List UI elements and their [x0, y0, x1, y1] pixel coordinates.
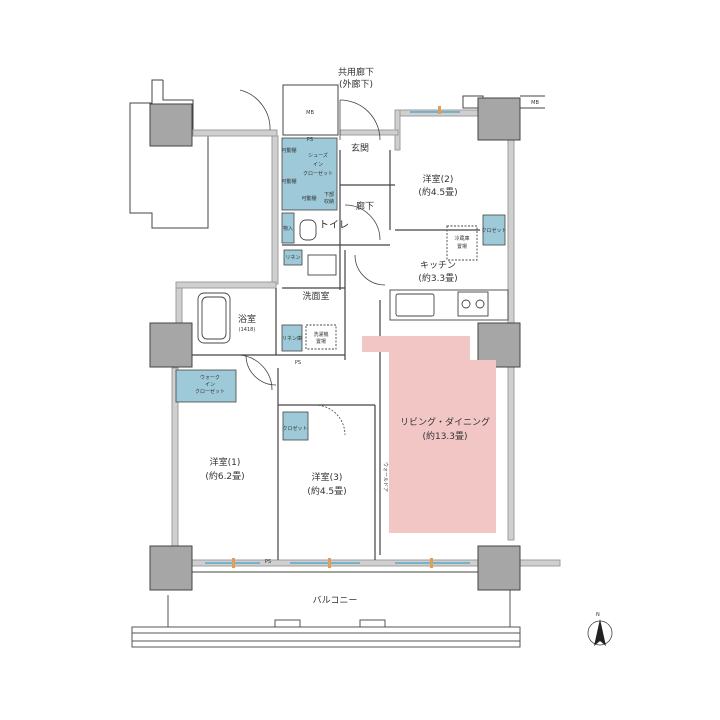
storage-small-label: 物入	[283, 225, 293, 232]
windows	[205, 111, 470, 564]
closet-room2	[482, 214, 506, 246]
pillars	[149, 97, 521, 591]
balcony-outline	[131, 580, 521, 648]
washroom-door	[245, 354, 277, 386]
room1-name: 洋室(1)	[210, 456, 241, 468]
linen-small	[283, 249, 303, 266]
kitchen-name: キッチン	[420, 260, 456, 271]
fridge-area	[446, 225, 478, 261]
fridge-label-1: 冷蔵庫	[454, 235, 469, 242]
wic-label-3: クローゼット	[195, 388, 225, 395]
hall-label: 廊下	[356, 200, 374, 212]
linen-small-label: リネン	[285, 255, 300, 261]
washroom-label: 洗面室	[302, 290, 329, 302]
kitchen-door	[354, 254, 386, 286]
text-labels: 共用廊下 (外廊下) MB MB PS PS PS 玄関 廊下 トイレ シューズ…	[195, 66, 539, 606]
walk-in-closet	[175, 369, 237, 403]
wall-door-label: ウォールドア	[382, 462, 389, 492]
shoes-closet-label-2: イン	[313, 162, 323, 168]
closet-room3	[282, 411, 309, 441]
room3-door	[314, 404, 346, 436]
kitchen-sink	[395, 293, 435, 317]
movable-shelf-1: 可動棚	[281, 147, 296, 154]
corridor-label-1: 共用廊下	[338, 66, 374, 78]
kitchen-size: (約3.3畳)	[418, 272, 457, 284]
north-arrow: N	[587, 612, 613, 646]
storage-areas	[175, 137, 506, 441]
room1-size: (約6.2畳)	[205, 470, 244, 482]
shoes-closet-label-3: クローゼット	[303, 170, 333, 177]
living-dining-area	[362, 336, 496, 533]
bathtub	[197, 292, 231, 344]
entrance-label: 玄関	[351, 142, 369, 154]
stove	[457, 291, 489, 317]
room2-name: 洋室(2)	[423, 173, 454, 185]
linen-closet-label: リネン庫	[282, 335, 302, 342]
bathroom-label: 浴室	[238, 313, 256, 325]
balcony-label: バルコニー	[313, 595, 358, 606]
shoes-closet-label-1: シューズ	[308, 152, 328, 159]
washer-label-1: 洗濯機	[313, 331, 328, 338]
toilet-fixture	[299, 219, 317, 241]
north-label: N	[596, 612, 600, 618]
room3-size: (約4.5畳)	[307, 485, 346, 497]
doors	[236, 89, 386, 436]
toilet-door	[344, 204, 381, 241]
exterior-outline	[129, 79, 209, 229]
kitchen-counter	[389, 289, 509, 321]
living-size: (約13.3畳)	[422, 430, 467, 442]
entrance-door	[339, 99, 381, 141]
ps-bottom-label: PS	[265, 559, 271, 565]
mb-right-label: MB	[531, 100, 539, 106]
ps-top-label: PS	[307, 137, 313, 143]
closet-room2-label: クロゼット	[481, 227, 506, 234]
living-name: リビング・ダイニング	[400, 416, 490, 428]
storage-small	[281, 212, 295, 244]
movable-shelf-2: 可動棚	[281, 178, 296, 185]
under-shelf-1: 下部	[324, 191, 334, 198]
washer-area	[305, 324, 337, 350]
toilet-label: トイレ	[319, 220, 349, 231]
corridor-door-left	[239, 89, 271, 131]
bath-size-label: (1418)	[239, 327, 256, 333]
washer-label-2: 置場	[316, 338, 326, 345]
under-shelf-2: 収納	[324, 198, 334, 205]
fixtures	[197, 219, 509, 350]
linen-closet	[281, 324, 303, 352]
movable-shelf-3: 可動棚	[301, 195, 316, 202]
ps-mid-label: PS	[295, 360, 301, 366]
wic-label-2: イン	[205, 382, 215, 388]
room3-name: 洋室(3)	[312, 471, 343, 483]
room2-size: (約4.5畳)	[418, 186, 457, 198]
bath-door	[236, 354, 273, 391]
wic-label-1: ウォーク	[200, 374, 220, 381]
window-handles	[232, 106, 441, 568]
mb-left-label: MB	[306, 110, 314, 116]
closet-room3-label: クロゼット	[282, 425, 307, 432]
shoes-closet	[281, 137, 338, 211]
fridge-label-2: 置場	[457, 243, 467, 250]
corridor-label-2: (外廊下)	[339, 78, 373, 90]
wash-basin	[307, 254, 337, 276]
